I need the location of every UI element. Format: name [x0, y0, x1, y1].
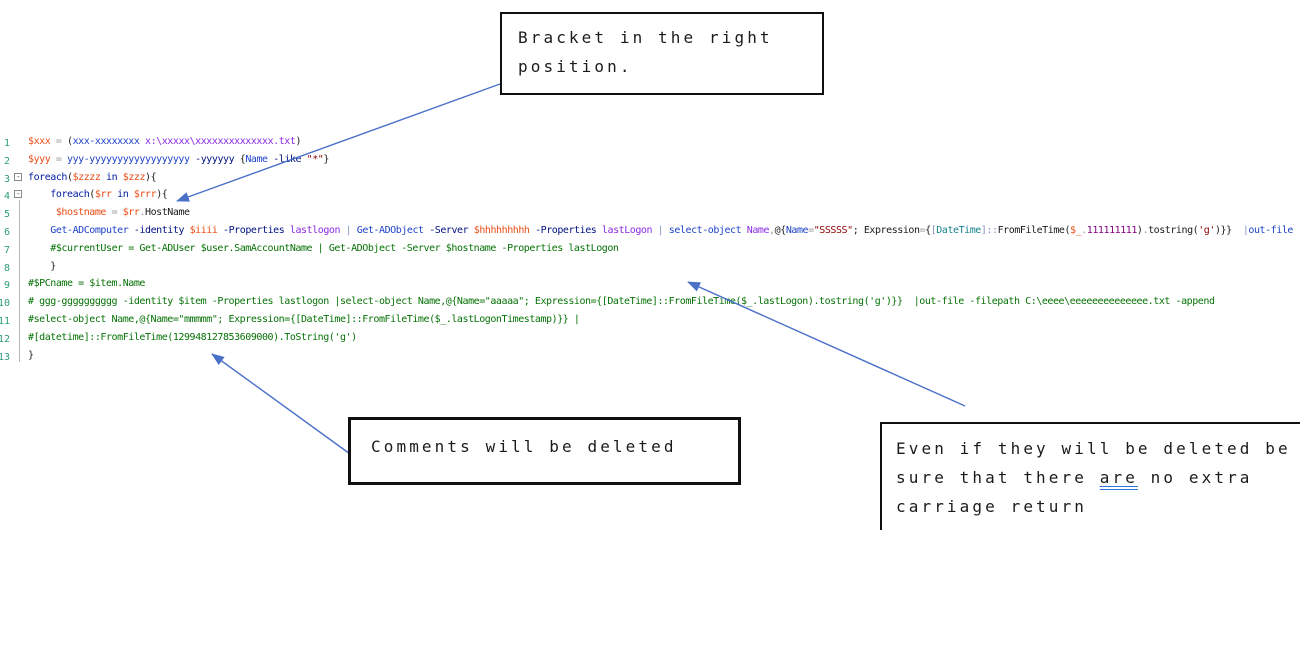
line-number: 1	[3, 138, 10, 149]
code-editor[interactable]: 1$xxx = (xxx-xxxxxxxx x:\xxxxx\xxxxxxxxx…	[0, 133, 1300, 364]
fold-collapse-icon[interactable]: -	[14, 171, 22, 181]
code-line[interactable]: 4- foreach($rr in $rrr){	[0, 186, 1300, 204]
code-line[interactable]: 11#select-object Name,@{Name="mmmmm"; Ex…	[0, 311, 1300, 329]
callout-bracket-text: position.	[518, 57, 633, 76]
code-line[interactable]: 7 #$currentUser = Get-ADUser $user.SamAc…	[0, 240, 1300, 258]
arrow-comments-icon	[211, 353, 358, 460]
callout-comments-deleted: Comments will be deleted	[348, 417, 741, 485]
code-line[interactable]: 13}	[0, 347, 1300, 365]
callout-bracket-text: Bracket in the right	[518, 28, 773, 47]
line-number: 6	[3, 226, 10, 238]
fold-margin: -	[11, 169, 28, 187]
code-line[interactable]: 3-foreach($zzzz in $zzz){	[0, 169, 1300, 187]
line-number: 7	[3, 244, 10, 256]
line-number: 3	[3, 173, 10, 185]
callout-carriage-return: Even if they will be deleted be sure that…	[880, 422, 1300, 530]
fold-margin	[11, 151, 28, 169]
fold-margin: -	[11, 186, 28, 204]
code-line[interactable]: 12#[datetime]::FromFileTime(129948127853…	[0, 329, 1300, 347]
fold-collapse-icon[interactable]: -	[14, 189, 22, 199]
code-line[interactable]: 1$xxx = (xxx-xxxxxxxx x:\xxxxx\xxxxxxxxx…	[0, 133, 1300, 151]
callout-carriage-text: carriage return	[896, 497, 1087, 516]
line-number: 13	[0, 351, 10, 363]
line-number: 8	[3, 262, 10, 274]
callout-comments-text: Comments will be deleted	[371, 437, 677, 456]
line-number: 10	[0, 298, 10, 310]
line-number: 5	[3, 209, 10, 221]
code-line[interactable]: 2$yyy = yyy-yyyyyyyyyyyyyyyyyy -yyyyyy {…	[0, 151, 1300, 169]
callout-carriage-text: sure that there are no extra	[896, 468, 1253, 487]
fold-margin	[11, 133, 28, 151]
code-line[interactable]: 10# ggg-gggggggggg -identity $item -Prop…	[0, 293, 1300, 311]
callout-bracket-position: Bracket in the right position.	[500, 12, 824, 95]
callout-carriage-text: Even if they will be deleted be	[896, 439, 1291, 458]
line-number: 2	[3, 155, 10, 167]
code-line[interactable]: 9#$PCname = $item.Name	[0, 275, 1300, 293]
fold-region-line	[19, 200, 20, 362]
code-line[interactable]: 8 }	[0, 258, 1300, 276]
line-number: 11	[0, 315, 10, 327]
code-line[interactable]: 6 Get-ADComputer -identity $iiii -Proper…	[0, 222, 1300, 240]
code-line[interactable]: 5 $hostname = $rr.HostName	[0, 204, 1300, 222]
line-number: 4	[3, 191, 10, 203]
line-number: 12	[0, 333, 10, 345]
line-number: 9	[3, 280, 10, 292]
